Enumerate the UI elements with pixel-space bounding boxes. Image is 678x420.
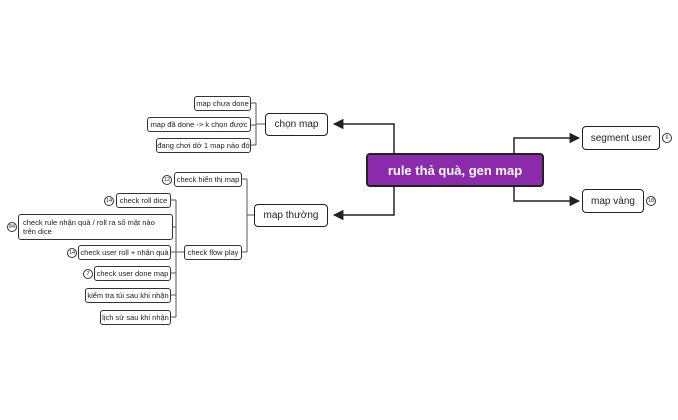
topic-chon-map[interactable]: chọn map [265, 113, 328, 136]
subtopic-map-chua-done[interactable]: map chưa done [194, 96, 251, 111]
comment-count-badge[interactable]: 18 [646, 196, 656, 206]
leaf-check-user-done-map[interactable]: check user done map [94, 266, 171, 281]
edge-root-map-vang [513, 185, 581, 207]
leaf-kiem-tra-tui[interactable]: kiểm tra túi sau khi nhận [85, 288, 171, 303]
leaf-check-rule-nhan-qua[interactable]: check rule nhận quà / roll ra số mặt nào… [18, 214, 173, 240]
topic-segment-user[interactable]: segment user [582, 126, 660, 150]
comment-count-badge[interactable]: 14 [104, 196, 114, 206]
edge-root-segment-user [513, 132, 581, 158]
subtopic-check-hien-thi-map[interactable]: check hiển thị map [174, 172, 242, 187]
subtopic-map-da-done[interactable]: map đã done -> k chọn được [147, 117, 251, 132]
root-topic[interactable]: rule thả quà, gen map [366, 153, 544, 187]
comment-count-badge[interactable]: 7 [83, 269, 93, 279]
subtopic-check-flow-play[interactable]: check flow play [184, 245, 242, 260]
leaf-check-roll-dice[interactable]: check roll dice [116, 193, 171, 208]
edge-chon-map-children [251, 102, 265, 146]
edge-root-map-thuong [332, 186, 395, 221]
comment-count-badge[interactable]: 6 [662, 133, 672, 143]
subtopic-dang-choi-do[interactable]: đang chơi dở 1 map nào đó [156, 138, 251, 153]
comment-count-badge[interactable]: 84 [7, 222, 17, 232]
edge-map-thuong-children [242, 178, 254, 253]
topic-map-thuong[interactable]: map thường [254, 204, 328, 227]
edge-flow-play-children [171, 199, 184, 318]
leaf-lich-su[interactable]: lịch sử sau khi nhận [100, 310, 171, 325]
edge-root-chon-map [332, 118, 395, 158]
topic-map-vang[interactable]: map vàng [582, 189, 644, 213]
leaf-check-user-roll[interactable]: check user roll + nhận quà [78, 245, 171, 260]
comment-count-badge[interactable]: 14 [67, 248, 77, 258]
comment-count-badge[interactable]: 12 [162, 175, 172, 185]
